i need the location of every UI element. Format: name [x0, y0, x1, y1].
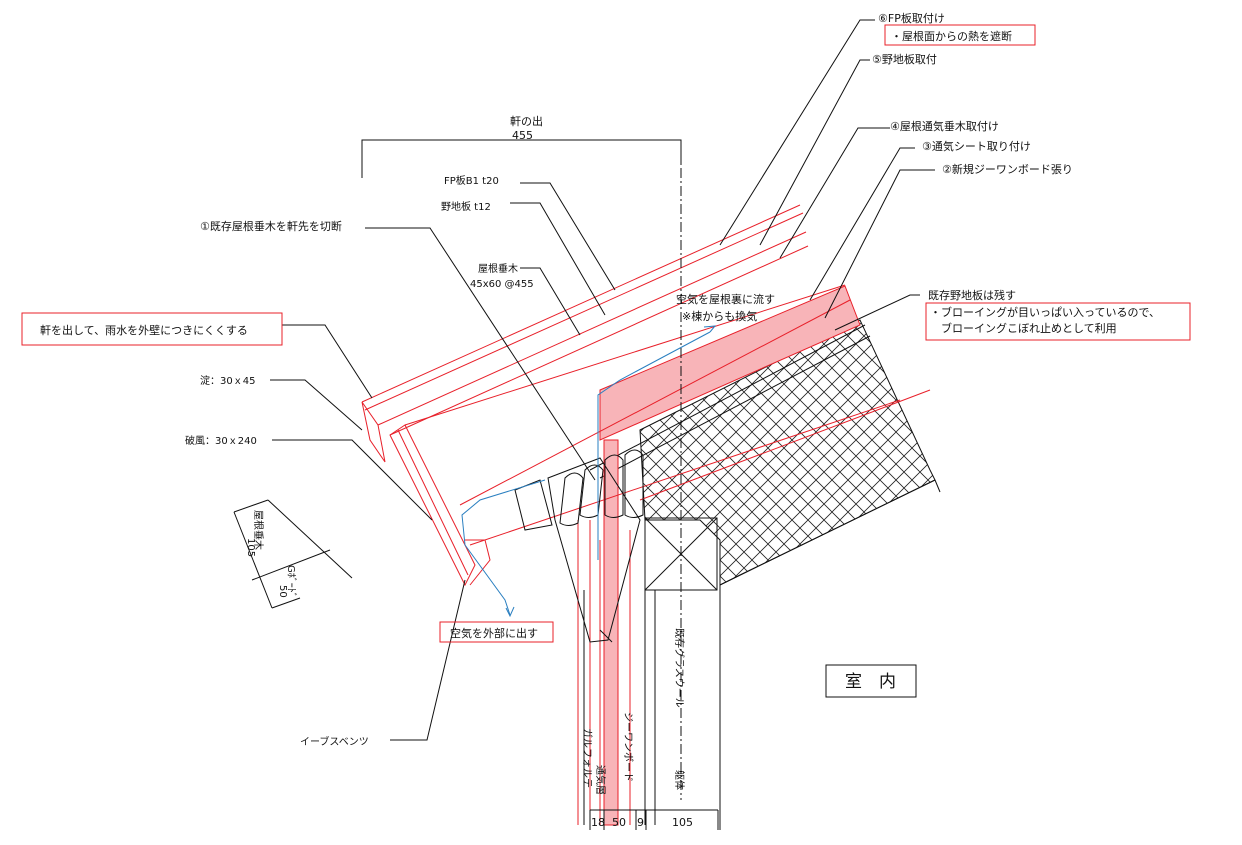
blowing-note-1: ・ブローイングが目いっぱい入っているので、 [930, 305, 1160, 319]
rafter-label: 屋根垂木 [478, 262, 518, 275]
rafter-spec: 45x60 @455 [470, 279, 534, 290]
eave-dimension: 軒の出 455 [361, 114, 682, 178]
side-rafter-dim: 105 [245, 538, 256, 557]
dim-9: 9 [637, 816, 644, 829]
air-to-attic-note-1: 空気を屋根裏に流す [676, 292, 775, 306]
glass-wool-label: 既存グラスウール [673, 628, 686, 708]
step5-label: ⑤野地板取付 [872, 52, 937, 66]
step6-note: ・屋根面からの熱を遮断 [891, 29, 1012, 43]
step2-label: ②新規ジーワンボード張り [942, 162, 1073, 176]
blowing-note-box [925, 302, 1191, 341]
airflow-arrows [461, 325, 717, 618]
step3-label: ③通気シート取り付け [922, 139, 1031, 153]
dim-18: 18 [591, 816, 605, 829]
dim-105: 105 [672, 816, 693, 829]
air-out-box [439, 621, 554, 643]
step6-label: ⑥FP板取付け [878, 11, 945, 25]
yodo-label: 淀：30ｘ45 [200, 374, 255, 387]
room-label-box [825, 664, 917, 698]
eave-value: 455 [512, 129, 533, 142]
eave-label: 軒の出 [510, 114, 543, 128]
air-out-note: 空気を外部に出す [450, 626, 538, 640]
frame-label: 躯体 [673, 770, 686, 790]
eave-purpose-note: 軒を出して、雨水を外壁につきにくくする [40, 323, 248, 337]
step6-note-box [884, 24, 1036, 46]
side-rafter-label: 屋根垂木 [252, 510, 265, 550]
air-layer-label: 通気層 [594, 765, 607, 795]
g1-board-label: ジーワンボード [622, 712, 634, 782]
wall-dimensions: 18 50 9 105 [589, 809, 719, 830]
step1-label: ①既存屋根垂木を軒先を切断 [200, 219, 342, 233]
room-label: 室 内 [845, 672, 896, 692]
keep-sheathing-note: 既存野地板は残す [928, 288, 1016, 302]
rafter-side-section [233, 499, 353, 609]
blowing-note-2: ブローイングこぼれ止めとして利用 [941, 321, 1117, 335]
air-to-attic-note-2: ※棟からも換気 [682, 309, 757, 323]
hafu-label: 破風：30ｘ240 [185, 434, 257, 447]
dim-50: 50 [612, 816, 626, 829]
step4-label: ④屋根通気垂木取付け [890, 119, 999, 133]
eaves-vent-label: イーブスベンツ [300, 735, 369, 748]
eave-purpose-box [21, 312, 283, 346]
side-g-board-label: Gﾎﾞｰﾄﾞ [285, 565, 297, 598]
fp-board-label: FP板B1 t20 [444, 174, 499, 187]
sheathing-label: 野地板 t12 [441, 200, 491, 213]
galvalume-label: ガルフォルテ [581, 728, 593, 788]
leader-lines [270, 19, 935, 741]
side-g-dim: 50 [277, 585, 288, 598]
new-roof-layers [361, 204, 931, 825]
